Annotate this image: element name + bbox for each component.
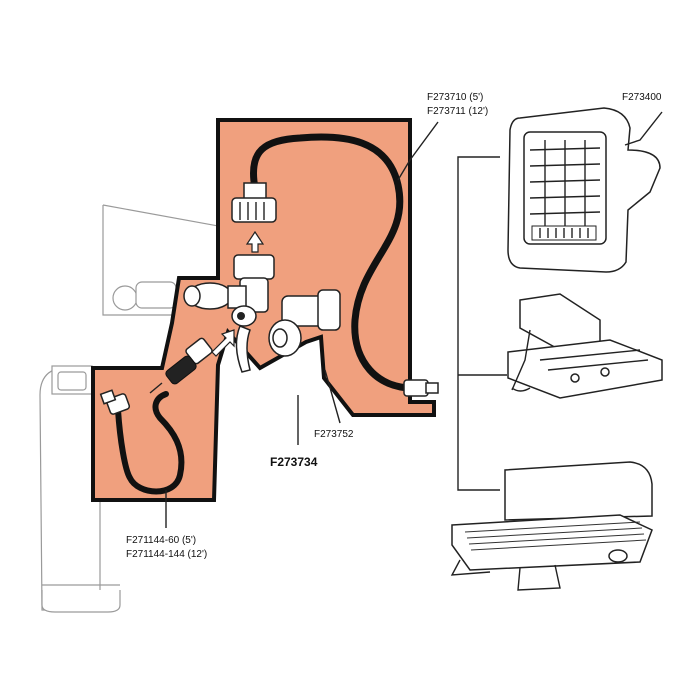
label-tank-hose-5ft: F271144-60 (5') <box>126 535 196 546</box>
appliance-bracket <box>457 156 507 491</box>
label-heater: F273400 <box>622 92 662 103</box>
leader-lines <box>165 111 663 528</box>
propane-tank-illustration <box>39 365 121 613</box>
up-arrow-icon <box>245 230 265 253</box>
label-kit: F273734 <box>270 455 318 469</box>
label-hose-12ft: F273711 (12') <box>427 106 488 117</box>
inline-coupler <box>149 337 213 394</box>
diagonal-arrow-icon <box>211 329 235 357</box>
label-hose-5ft: F273710 (5') <box>427 92 483 103</box>
heater-illustration <box>507 107 661 273</box>
label-tank-hose-12ft: F271144-144 (12') <box>126 549 207 560</box>
label-adapter: F273752 <box>314 429 354 440</box>
camp-stove-illustration <box>507 293 663 399</box>
grill-illustration <box>450 461 653 591</box>
regulator-tee-assembly <box>183 254 341 373</box>
tank-hose <box>99 389 185 495</box>
long-hose <box>231 133 439 397</box>
